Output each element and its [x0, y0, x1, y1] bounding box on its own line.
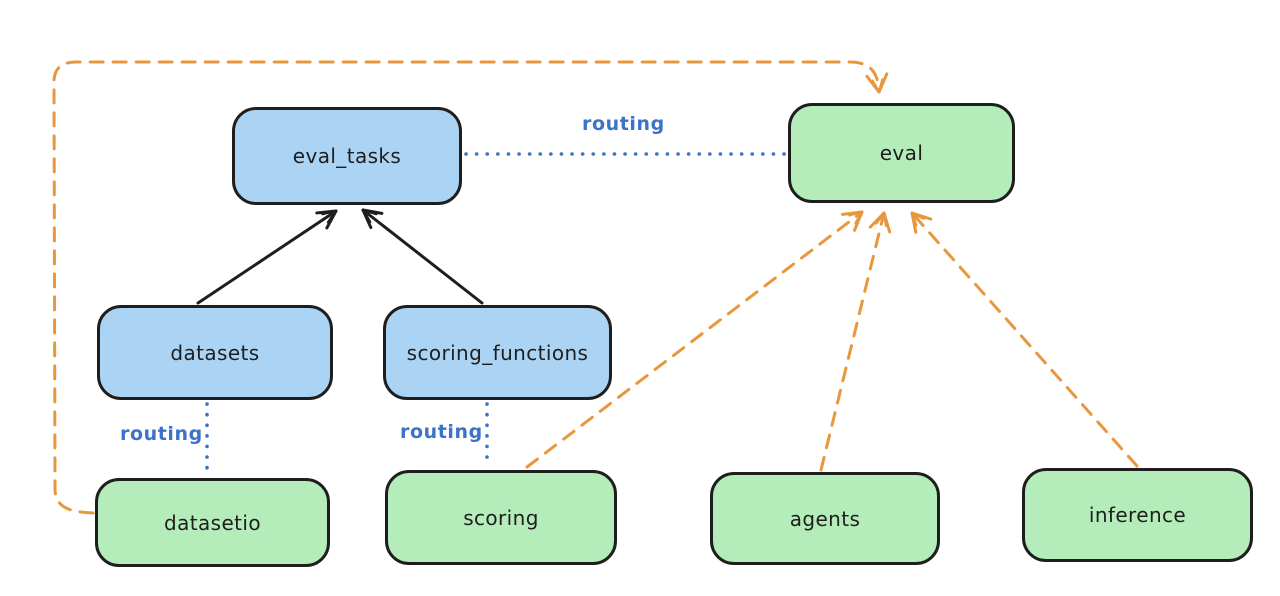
node-scoring: scoring — [385, 470, 617, 565]
node-scoring_functions-label: scoring_functions — [406, 340, 589, 365]
edge-label-routing-scoring: routing — [400, 421, 483, 443]
node-scoring_functions: scoring_functions — [383, 305, 612, 400]
node-inference: inference — [1022, 468, 1253, 562]
edge-scoring_functions-to-eval_tasks — [361, 208, 484, 305]
edge-agents-to-eval — [819, 211, 892, 472]
node-datasets: datasets — [97, 305, 333, 400]
node-eval: eval — [788, 103, 1015, 203]
edge-scoring-to-eval — [525, 210, 864, 469]
node-datasetio: datasetio — [95, 478, 330, 567]
edge-label-routing-datasetio: routing — [120, 423, 203, 445]
node-eval_tasks: eval_tasks — [232, 107, 462, 205]
node-datasetio-label: datasetio — [163, 510, 261, 535]
node-agents: agents — [710, 472, 940, 565]
edge-datasetio-to-eval-loop — [52, 60, 889, 515]
node-eval-label: eval — [879, 141, 924, 165]
node-inference-label: inference — [1088, 503, 1187, 527]
edge-label-routing-top: routing — [582, 113, 665, 135]
node-datasets-label: datasets — [170, 340, 260, 365]
node-eval_tasks-label: eval_tasks — [292, 144, 402, 168]
node-scoring-label: scoring — [463, 505, 539, 530]
edge-inference-to-eval — [910, 211, 1139, 468]
edge-datasets-to-eval_tasks — [196, 209, 338, 305]
node-agents-label: agents — [789, 506, 861, 531]
